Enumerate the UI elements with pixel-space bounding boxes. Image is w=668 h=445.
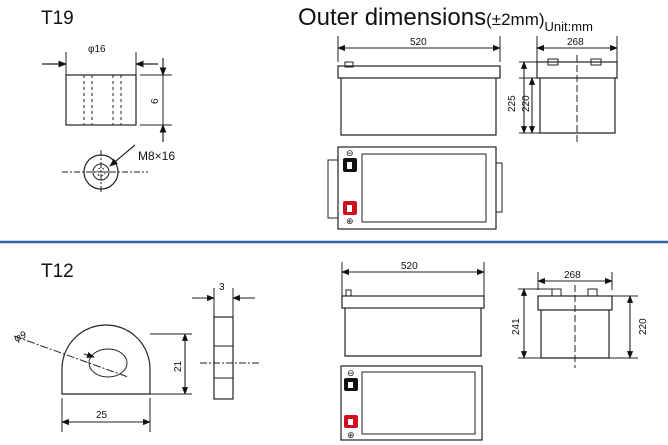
t12-width-label: 25 <box>96 410 108 421</box>
lower-negative-symbol: ⊖ <box>347 368 355 378</box>
battery-front-view-top <box>337 36 501 136</box>
battery-side-view-lower <box>518 272 638 368</box>
outer-title-tolerance: (±2mm) <box>486 10 545 29</box>
battery-front-view-lower <box>341 262 485 357</box>
t19-terminal-drawing <box>42 52 172 194</box>
side-lower-width-label: 268 <box>564 270 581 281</box>
t19-section-label: T19 <box>41 8 74 29</box>
lower-positive-symbol: ⊕ <box>347 430 355 440</box>
t19-height-label: 6 <box>150 98 161 104</box>
battery-top-view-upper <box>327 146 503 230</box>
outer-title-unit: Unit:mm <box>544 19 593 34</box>
t19-bolt-label: M8×16 <box>138 149 175 163</box>
top-negative-symbol: ⊖ <box>346 148 354 158</box>
side-lower-total-height-label: 241 <box>511 318 522 335</box>
t12-thickness-label: 3 <box>219 282 225 293</box>
t19-diameter-label: φ16 <box>88 44 106 55</box>
battery-top-view-lower <box>340 365 483 441</box>
battery-side-view-top <box>519 36 618 145</box>
top-positive-symbol: ⊕ <box>346 216 354 226</box>
front-lower-length-label: 520 <box>401 261 418 272</box>
t12-hole-label: φ9 <box>13 329 29 344</box>
outer-dimensions-title: Outer dimensions(±2mm)Unit:mm <box>298 4 593 34</box>
side-top-box-height-label: 220 <box>521 95 532 112</box>
outer-title-main: Outer dimensions <box>298 4 487 31</box>
t12-terminal-drawing <box>13 288 260 432</box>
front-top-length-label: 520 <box>410 37 427 48</box>
t12-height-label: 21 <box>173 360 184 372</box>
side-lower-box-height-label: 220 <box>638 318 649 335</box>
side-top-total-height-label: 225 <box>507 95 518 112</box>
side-top-width-label: 268 <box>567 37 584 48</box>
t12-section-label: T12 <box>41 261 74 282</box>
